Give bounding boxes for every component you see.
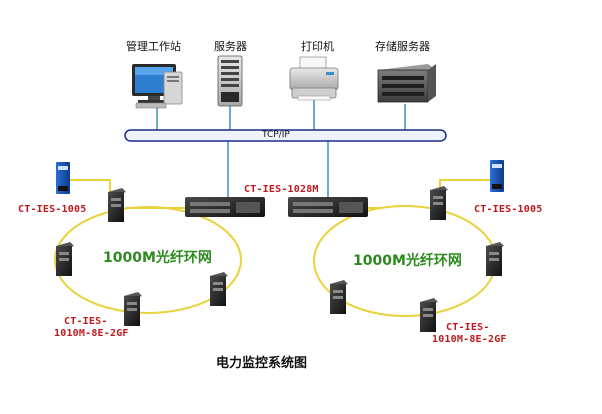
right-1005-label: CT-IES-1005 [474, 204, 543, 215]
storage-server-icon [377, 64, 436, 103]
left-ring-switch-label-line1: CT-IES- [64, 316, 108, 327]
server-icon [217, 55, 243, 107]
ring-switch-icon [124, 292, 142, 326]
printer-icon [289, 56, 339, 101]
core-switch-left [185, 197, 265, 217]
right-ring-label: 1000M光纤环网 [353, 253, 462, 269]
right-1005-link [439, 179, 499, 190]
ring-switch-icon [486, 242, 504, 276]
ring-switch-icon [56, 242, 74, 276]
left-1005-device-icon [56, 162, 70, 194]
storage-server-label: 存储服务器 [375, 40, 430, 53]
left-ring-switch-label-line2: 1010M-8E-2GF [54, 328, 129, 339]
ring-switch-icon [430, 186, 448, 220]
ring-switch-icon [330, 280, 348, 314]
server-label: 服务器 [214, 40, 247, 53]
printer-label: 打印机 [301, 40, 334, 53]
core-switch-label: CT-IES-1028M [244, 184, 319, 195]
right-ring-switch-label-line1: CT-IES- [446, 322, 490, 333]
right-1005-device-icon [490, 160, 504, 192]
bus-label: TCP/IP [262, 130, 290, 140]
left-ring-switches [56, 188, 228, 326]
workstation-icon [132, 64, 183, 109]
ring-switch-icon [108, 188, 126, 222]
diagram-caption: 电力监控系统图 [216, 356, 308, 371]
core-switch-right [288, 197, 368, 217]
workstation-label: 管理工作站 [126, 40, 181, 53]
ring-switch-icon [210, 272, 228, 306]
left-1005-link [66, 179, 111, 192]
right-ring-switches [330, 186, 504, 332]
tcp-ip-bus [124, 129, 447, 142]
ring-switch-icon [420, 298, 438, 332]
device-links [156, 100, 406, 198]
right-ring-switch-label-line2: 1010M-8E-2GF [432, 334, 507, 345]
left-1005-label: CT-IES-1005 [18, 204, 87, 215]
left-ring-label: 1000M光纤环网 [103, 250, 212, 266]
